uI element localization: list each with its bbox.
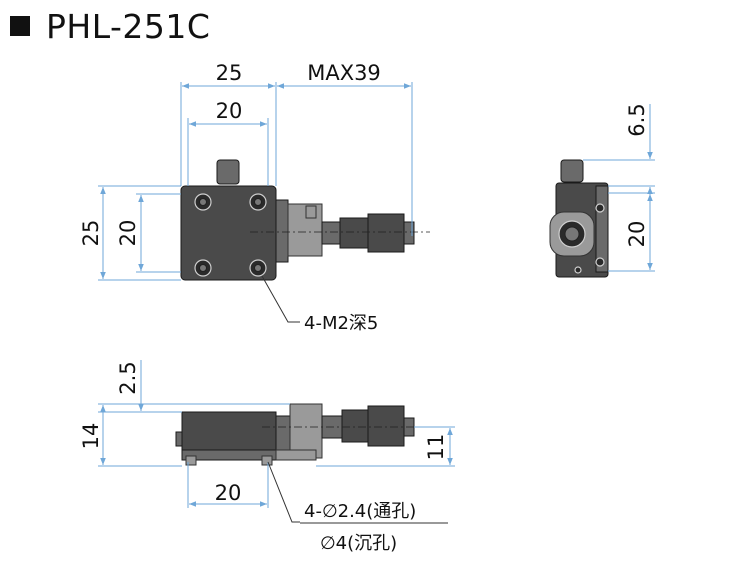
dim-label-25-vertical: 25 (79, 220, 103, 247)
front-view-hole-note: 4-∅2.4(通孔) ∅4(沉孔) (267, 461, 448, 554)
front-view-dim-20: 20 (187, 462, 269, 508)
dim-label-2-5: 2.5 (116, 361, 140, 394)
note-thread: 4-M2深5 (304, 313, 378, 334)
side-view-dim-20: 20 (608, 192, 655, 272)
top-view-micrometer (275, 199, 415, 263)
front-view-dim-11: 11 (316, 426, 455, 467)
top-view-knob (216, 159, 240, 185)
side-view: 6.5 20 (549, 103, 655, 278)
front-view-dim-2-5: 2.5 (98, 360, 182, 413)
dim-label-11: 11 (424, 434, 448, 461)
top-view-dim-25-width: 25 (180, 61, 277, 186)
top-view-dim-20-width: 20 (187, 99, 269, 186)
top-view-thread-note: 4-M2深5 (261, 275, 378, 334)
top-view-dim-max39: MAX39 (277, 61, 413, 236)
side-view-knob (560, 159, 584, 183)
dim-label-25: 25 (216, 61, 243, 85)
title-block: PHL-251C (6, 2, 210, 50)
front-view: 2.5 14 11 20 4-∅2.4(通孔) ∅4(沉孔) (79, 360, 455, 554)
top-view: 25 20 MAX39 25 20 (79, 61, 430, 334)
dim-label-14: 14 (79, 423, 103, 450)
dim-label-6-5: 6.5 (625, 103, 649, 136)
dim-label-20-vertical: 20 (116, 220, 140, 247)
top-view-dim-20-height: 20 (116, 193, 181, 273)
top-view-dim-25-height: 25 (79, 185, 181, 281)
side-view-dim-6-5: 6.5 (583, 103, 655, 200)
front-view-dim-14: 14 (79, 403, 290, 467)
title-bullet-square-icon (10, 16, 30, 36)
front-view-upper-body (181, 411, 277, 451)
page-title: PHL-251C (46, 6, 211, 46)
note-through-hole: 4-∅2.4(通孔) (304, 501, 416, 522)
note-counterbore: ∅4(沉孔) (320, 533, 397, 554)
dim-label-20-side: 20 (625, 221, 649, 248)
dim-label-20-front: 20 (215, 481, 242, 505)
top-view-holes (194, 193, 267, 277)
dim-label-max39: MAX39 (307, 61, 381, 85)
dim-label-20: 20 (216, 99, 243, 123)
